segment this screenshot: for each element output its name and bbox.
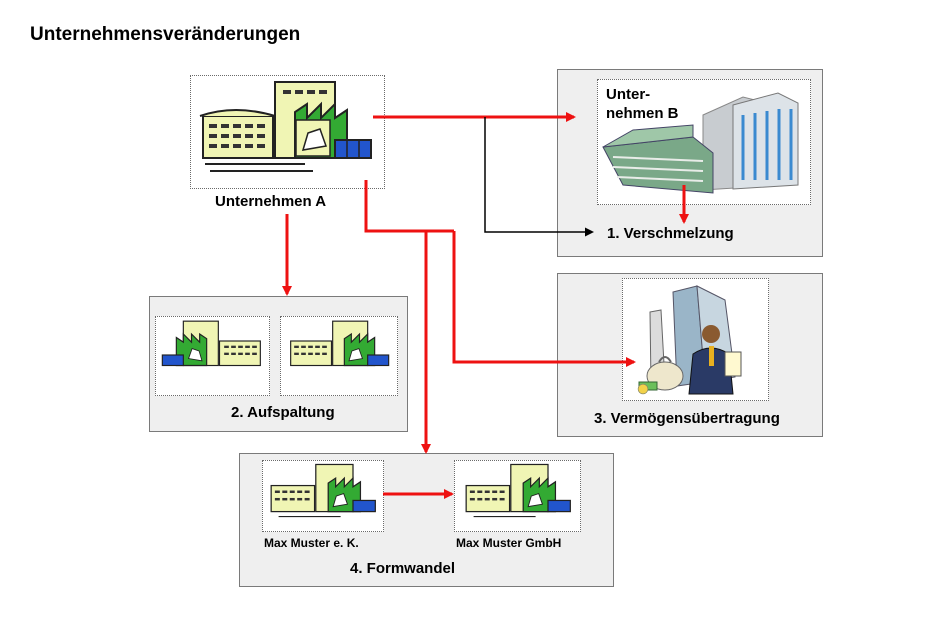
split-label: 2. Aufspaltung bbox=[231, 404, 335, 421]
businessman-icon bbox=[638, 285, 742, 395]
factory-icon bbox=[199, 81, 372, 172]
factory-icon bbox=[465, 463, 571, 518]
money-bag-icon bbox=[637, 383, 649, 395]
asset-transfer-label: 3. Vermögensübertragung bbox=[594, 410, 780, 427]
company-b-label-line2: nehmen B bbox=[606, 105, 679, 122]
factory-icon bbox=[161, 320, 261, 367]
arrow-trunk bbox=[364, 180, 454, 233]
arrow-to-asset-transfer bbox=[452, 231, 636, 367]
company-a-label: Unternehmen A bbox=[215, 193, 327, 210]
factory-icon bbox=[270, 463, 376, 518]
merger-label: 1. Verschmelzung bbox=[607, 225, 734, 242]
arrow-merger-black bbox=[484, 117, 594, 237]
conversion-from-label: Max Muster e. K. bbox=[264, 536, 359, 550]
page-title: Unternehmensveränderungen bbox=[30, 24, 301, 45]
office-towers-icon bbox=[602, 92, 799, 194]
factory-icon bbox=[290, 320, 390, 367]
company-b-label-line1: Unter- bbox=[606, 86, 651, 103]
conversion-to-label: Max Muster GmbH bbox=[456, 536, 562, 550]
conversion-label: 4. Formwandel bbox=[350, 560, 456, 577]
